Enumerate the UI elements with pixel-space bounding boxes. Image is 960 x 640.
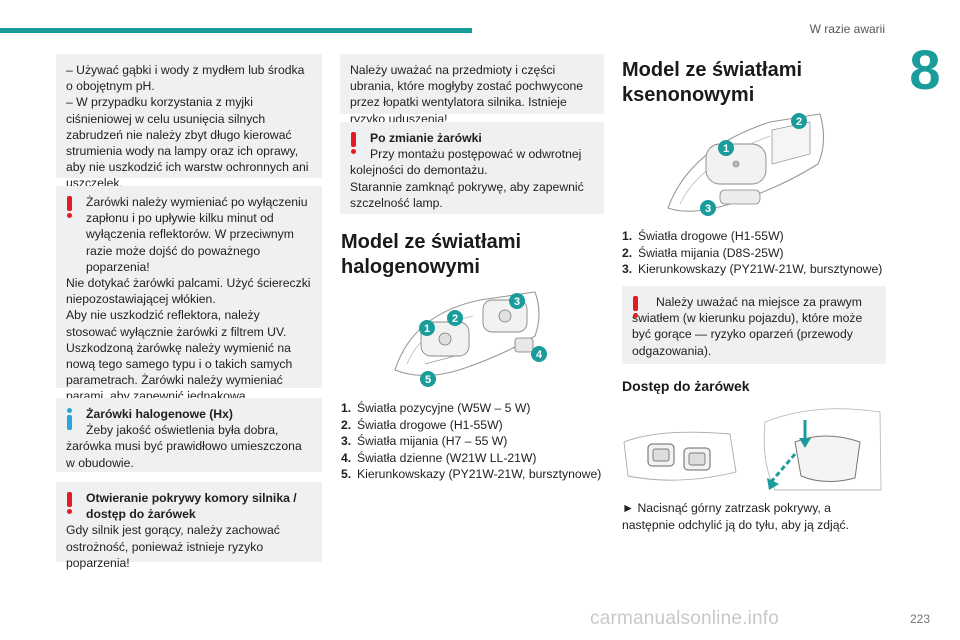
svg-text:1: 1 <box>424 323 430 335</box>
cleaning-note-line1: – Używać gąbki i wody z mydłem lub środk… <box>66 63 305 94</box>
bulb-warning-p2: Nie dotykać żarówki palcami. Użyć ściere… <box>66 276 311 307</box>
chapter-number: 8 <box>909 38 941 101</box>
list-item: 2.Światła drogowe (H1-55W) <box>341 417 503 432</box>
list-item: 3.Kierunkowskazy (PY21W-21W, bursztynowe… <box>622 262 883 277</box>
after-bulb-warning-box: Po zmianie żarówki Przy montażu postępow… <box>340 122 604 214</box>
callout-3: 3 <box>700 200 716 216</box>
bulb-warning-p1: Żarówki należy wymieniać po wyłączeniu z… <box>86 195 308 274</box>
xenon-heading-line2: ksenonowymi <box>622 84 755 106</box>
halogen-heading: Model ze światłami halogenowymi <box>341 230 521 280</box>
xenon-bulb-list: 1.Światła drogowe (H1-55W) 2.Światła mij… <box>622 228 886 278</box>
halogen-info-box: Żarówki halogenowe (Hx) Żeby jakość oświ… <box>56 398 322 472</box>
list-item: 2.Światła mijania (D8S-25W) <box>622 245 784 260</box>
after-bulb-title: Po zmianie żarówki <box>370 131 482 145</box>
after-bulb-p2: Starannie zamknąć pokrywę, aby zapewnić … <box>350 179 584 210</box>
latch-illustration <box>763 408 882 491</box>
svg-text:3: 3 <box>705 203 711 215</box>
svg-text:1: 1 <box>723 143 729 155</box>
svg-text:2: 2 <box>452 313 458 325</box>
hood-warning-box: Otwieranie pokrywy komory silnika / dost… <box>56 482 322 570</box>
halogen-info-text: Żeby jakość oświetlenia była dobra, żaró… <box>66 423 302 470</box>
list-item: 4.Światła dzienne (W21W LL-21W) <box>341 450 537 465</box>
bulb-access-heading: Dostęp do żarówek <box>622 378 750 394</box>
section-title: W razie awarii <box>809 22 885 36</box>
warning-icon <box>66 492 74 514</box>
warning-icon <box>632 296 640 318</box>
bulb-warning-p3: Aby nie uszkodzić reflektora, należy sto… <box>66 308 287 339</box>
halogen-heading-line1: Model ze światłami <box>341 231 522 253</box>
callout-5: 5 <box>420 371 436 387</box>
fan-warning-text: Należy uważać na przedmioty i części ubr… <box>350 63 584 126</box>
hot-area-warning-text: Należy uważać na miejsce za prawym świat… <box>632 295 863 358</box>
svg-text:2: 2 <box>796 116 802 128</box>
hood-warning-text: Gdy silnik jest gorący, należy zachować … <box>66 523 280 570</box>
halogen-info-title: Żarówki halogenowe (Hx) <box>86 407 233 421</box>
bulb-access-instruction: ► Nacisnąć górny zatrzask pokrywy, a nas… <box>622 501 849 532</box>
callout-2: 2 <box>447 310 463 326</box>
watermark: carmanualsonline.info <box>590 608 780 629</box>
halogen-headlamp-illustration: 1 2 3 4 5 <box>394 291 547 387</box>
hot-area-warning-box: Należy uważać na miejsce za prawym świat… <box>622 286 886 364</box>
info-icon <box>66 408 74 430</box>
halogen-bulb-list: 1.Światła pozycyjne (W5W – 5 W) 2.Światł… <box>341 400 603 483</box>
list-item: 1.Światła drogowe (H1-55W) <box>622 229 784 243</box>
xenon-heading-line1: Model ze światłami <box>622 59 803 81</box>
page-number: 223 <box>910 612 931 626</box>
svg-text:5: 5 <box>425 374 431 386</box>
header-accent-bar <box>0 28 472 33</box>
warning-icon <box>350 132 358 154</box>
callout-1: 1 <box>419 320 435 336</box>
callout-1: 1 <box>718 140 734 156</box>
xenon-headlamp-illustration: 1 2 3 <box>667 113 825 216</box>
warning-icon <box>66 196 74 218</box>
svg-text:3: 3 <box>514 296 520 308</box>
after-bulb-p1: Przy montażu postępować w odwrotnej kole… <box>350 147 582 178</box>
bulb-warning-box: Żarówki należy wymieniać po wyłączeniu z… <box>56 186 322 420</box>
callout-4: 4 <box>531 346 547 362</box>
hood-warning-title: Otwieranie pokrywy komory silnika / dost… <box>86 491 297 522</box>
cleaning-note-line2: – W przypadku korzystania z myjki ciśnie… <box>66 95 309 191</box>
cover-illustration <box>623 431 737 481</box>
halogen-heading-line2: halogenowymi <box>341 256 480 278</box>
callout-3: 3 <box>509 293 525 309</box>
cleaning-note-box: – Używać gąbki i wody z mydłem lub środk… <box>56 54 322 190</box>
list-item: 3.Światła mijania (H7 – 55 W) <box>341 434 508 449</box>
xenon-heading: Model ze światłami ksenonowymi <box>622 58 802 108</box>
fan-warning-box: Należy uważać na przedmioty i części ubr… <box>340 54 604 126</box>
list-item: 5.Kierunkowskazy (PY21W-21W, bursztynowe… <box>341 467 602 482</box>
svg-text:4: 4 <box>536 349 543 361</box>
callout-2: 2 <box>791 113 807 129</box>
list-item: 1.Światła pozycyjne (W5W – 5 W) <box>341 401 531 415</box>
